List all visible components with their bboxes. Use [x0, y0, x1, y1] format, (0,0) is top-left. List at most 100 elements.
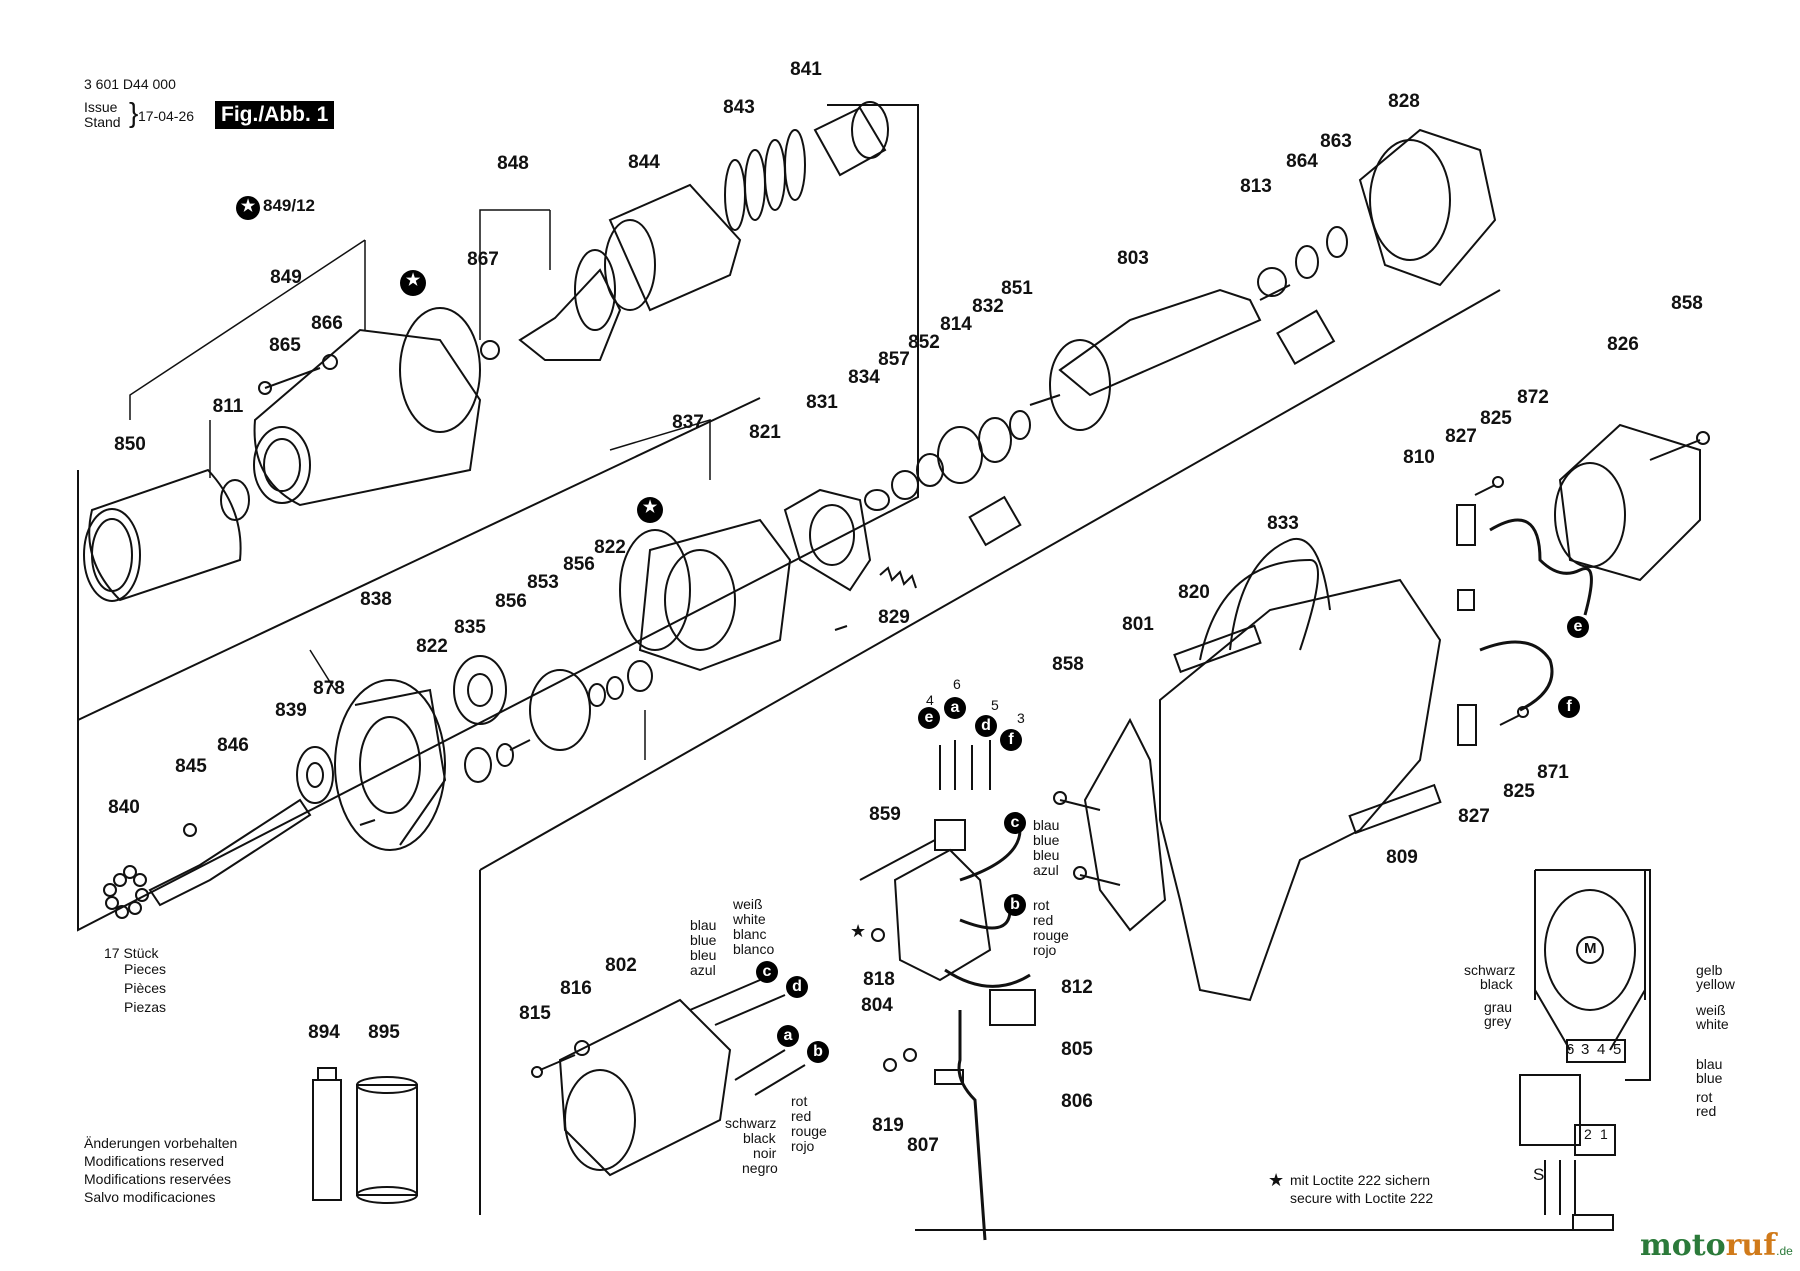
sch-terminal-3: 3 — [1581, 1041, 1590, 1058]
loctite-star-icon: ★ — [637, 497, 663, 523]
marker-e: e — [1567, 616, 1589, 638]
sch-terminal-4: 4 — [1597, 1041, 1606, 1058]
leader-lines — [129, 209, 711, 760]
part-872-cable — [1489, 518, 1593, 616]
marker-a: a — [944, 697, 966, 719]
wire-blue-switch — [959, 829, 1022, 882]
panel-top-outline — [77, 104, 919, 932]
part-807-clamp — [934, 1069, 964, 1085]
label-805: 805 — [1061, 1039, 1093, 1060]
marker-a: a — [777, 1025, 799, 1047]
part-849-gear-housing — [253, 328, 482, 507]
wire-blue-es: azul — [1033, 862, 1059, 878]
part-858-screw-a — [1053, 791, 1101, 811]
loctite-star-icon: ★ — [400, 270, 426, 296]
stator-wires — [689, 979, 806, 1096]
wire-blue-fr: bleu — [1033, 847, 1060, 863]
part-852-washer — [916, 453, 944, 487]
marker-b: b — [1004, 894, 1026, 916]
label-822: 822 — [416, 636, 448, 657]
part-gasket — [399, 307, 481, 433]
part-802-stator — [558, 998, 732, 1177]
part-811-oring — [220, 479, 250, 521]
label-845: 845 — [175, 756, 207, 777]
wire-stator-blue-fr: bleu — [690, 947, 717, 963]
label-827: 827 — [1445, 426, 1477, 447]
sch-schwarz: schwarz — [1464, 962, 1516, 978]
part-804-switch — [893, 848, 992, 982]
label-821: 821 — [749, 422, 781, 443]
label-871: 871 — [1537, 762, 1569, 783]
wire-red-switch — [959, 909, 1012, 930]
part-832-ring — [978, 417, 1012, 463]
label-865: 865 — [269, 335, 301, 356]
label-840: 840 — [108, 797, 140, 818]
watermark-part1: moto — [1640, 1228, 1726, 1263]
pieces-count: 17 Stück — [104, 945, 159, 961]
issue-brace: } — [129, 97, 139, 128]
part-867-clip — [480, 340, 500, 360]
wire-red-en: red — [1033, 912, 1054, 928]
marker-f: f — [1558, 696, 1580, 718]
label-803: 803 — [1117, 248, 1149, 269]
pin-6: 6 — [953, 676, 961, 692]
panel-gear-upper — [77, 397, 761, 721]
modifications-de: Änderungen vorbehalten — [84, 1135, 238, 1151]
sch-weiss: weiß — [1696, 1002, 1726, 1018]
wire-black-en: black — [743, 1130, 776, 1146]
label-820: 820 — [1178, 582, 1210, 603]
wire-stator-blue-es: azul — [690, 962, 716, 978]
loctite-star-icon: ★ — [1268, 1170, 1285, 1190]
label-864: 864 — [1286, 151, 1318, 172]
wire-black-es: negro — [742, 1160, 778, 1176]
label-844: 844 — [628, 152, 660, 173]
part-864-washer — [1295, 245, 1319, 279]
sch-red: red — [1696, 1103, 1717, 1119]
part-813-bearing — [1257, 267, 1287, 297]
part-801-motor-housing — [1159, 558, 1442, 1002]
part-803-armature — [1029, 284, 1291, 431]
panel-electrical-outline — [479, 289, 1501, 871]
part-828-end-cap — [1358, 128, 1497, 287]
loctite-de: mit Loctite 222 sichern — [1290, 1172, 1431, 1188]
issue-label: Issue — [84, 99, 118, 115]
sch-switch-pin-2: 2 — [1584, 1126, 1592, 1142]
label-863: 863 — [1320, 131, 1352, 152]
part-858-screw-b — [1073, 866, 1121, 886]
part-816-washer — [574, 1040, 590, 1056]
wire-white-en: white — [733, 911, 766, 927]
label-812: 812 — [1061, 977, 1093, 998]
marker-e: e — [918, 707, 940, 729]
part-819-screws — [883, 1048, 917, 1072]
pieces-es: Piezas — [124, 999, 167, 1015]
part-841-spindle — [813, 101, 889, 177]
label-835: 835 — [454, 617, 486, 638]
part-brush-holder-827b — [1457, 704, 1477, 746]
set-reference: 849/12 — [263, 196, 315, 215]
sch-yellow: yellow — [1696, 976, 1735, 992]
label-815: 815 — [519, 1003, 551, 1024]
pieces-en: Pieces — [124, 961, 167, 977]
label-857: 857 — [878, 349, 910, 370]
sch-black: black — [1480, 976, 1513, 992]
stand-label: Stand — [84, 114, 121, 130]
part-863-ring — [1326, 226, 1348, 258]
sch-terminal-5: 5 — [1613, 1041, 1622, 1058]
part-829-spring — [879, 566, 917, 589]
part-853-pinion — [509, 669, 591, 751]
sch-rot: rot — [1696, 1089, 1713, 1105]
wire-loop-switch — [944, 968, 1031, 988]
label-826: 826 — [1607, 334, 1639, 355]
wire-red2-en: red — [791, 1108, 812, 1124]
part-814-bearing — [937, 426, 983, 484]
marker-d: d — [786, 976, 808, 998]
label-894: 894 — [308, 1022, 340, 1043]
label-858: 858 — [1052, 654, 1084, 675]
modifications-fr: Modifications reservées — [84, 1171, 232, 1187]
wire-blue-de: blau — [1033, 817, 1060, 833]
label-804: 804 — [861, 995, 893, 1016]
part-846-spindle — [148, 798, 312, 907]
label-807: 807 — [907, 1135, 939, 1156]
sch-cable-symbol: S — [1533, 1165, 1545, 1184]
